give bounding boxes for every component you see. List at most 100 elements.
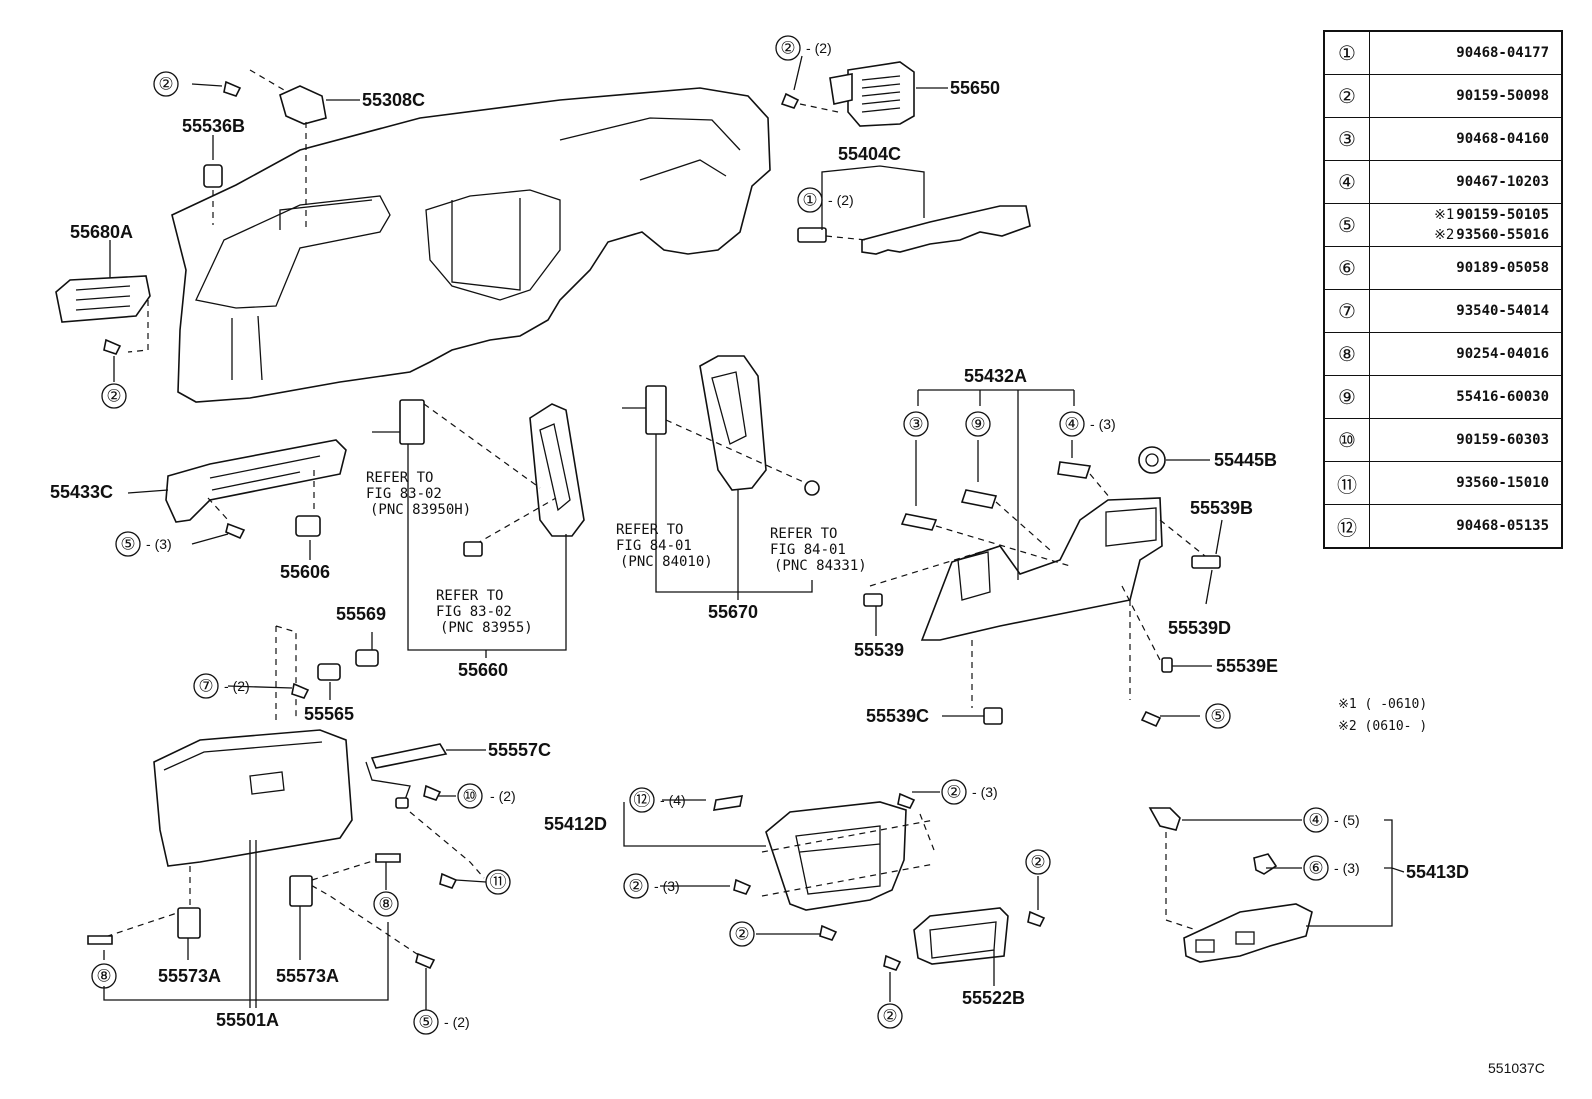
legend-mark: ※2 bbox=[1434, 227, 1455, 243]
callout-circle bbox=[877, 1003, 903, 1029]
legend-key: ④ bbox=[1323, 160, 1370, 204]
callout-number: ③ bbox=[908, 415, 923, 434]
refer-note-line: (PNC 83955) bbox=[440, 620, 533, 636]
callout-number: ② bbox=[106, 387, 121, 406]
part-number: 55539 bbox=[854, 640, 904, 660]
callout-circle bbox=[1303, 807, 1329, 833]
panel-55660-drawing bbox=[372, 399, 585, 557]
part-number: 55569 bbox=[336, 604, 386, 624]
glove-box-55501A-drawing bbox=[87, 625, 436, 970]
trim-55404C-drawing bbox=[797, 205, 1031, 255]
legend-key: ⑧ bbox=[1323, 332, 1370, 376]
part-number: 55404C bbox=[838, 144, 901, 164]
part-number: 55413D bbox=[1406, 862, 1469, 882]
refer-note-line: REFER TO bbox=[616, 522, 683, 538]
footnote: ※2 (0610- ) bbox=[1338, 719, 1428, 734]
legend-key: ① bbox=[1323, 30, 1370, 75]
callout-number: ④ bbox=[1064, 415, 1079, 434]
legend-value: 90189-05058 bbox=[1369, 246, 1563, 290]
callout-circle bbox=[797, 187, 823, 213]
callout-circle bbox=[1025, 849, 1051, 875]
callout-number: ⑤ bbox=[418, 1013, 433, 1032]
callout-number: ⑥ bbox=[1308, 859, 1323, 878]
legend-part-text: 90159-50098 bbox=[1456, 88, 1549, 104]
callout-circle bbox=[91, 963, 117, 989]
callout-circle bbox=[1059, 411, 1085, 437]
callout-number: ② bbox=[628, 877, 643, 896]
quantity-label: - (2) bbox=[224, 678, 250, 694]
refer-note-line: FIG 84-01 bbox=[616, 538, 692, 554]
leader-lines bbox=[103, 55, 1405, 1010]
legend-part-number: 90159-60303 bbox=[1376, 430, 1561, 450]
legend-value: 90467-10203 bbox=[1369, 160, 1563, 204]
legend-value: 90254-04016 bbox=[1369, 332, 1563, 376]
callout-circle bbox=[623, 873, 649, 899]
refer-note-line: FIG 83-02 bbox=[366, 486, 442, 502]
legend-key: ⑤ bbox=[1323, 203, 1370, 247]
quantity-label: - (2) bbox=[444, 1014, 470, 1030]
quantity-label: - (2) bbox=[828, 192, 854, 208]
callout-circle bbox=[485, 869, 511, 895]
callout-circle bbox=[1303, 855, 1329, 881]
part-number: 55606 bbox=[280, 562, 330, 582]
legend-part-text: 90468-04177 bbox=[1456, 45, 1549, 61]
legend-row: ④ 90467-10203 bbox=[1323, 160, 1563, 204]
legend-part-text: 93560-55016 bbox=[1456, 227, 1549, 243]
quantity-label: - (2) bbox=[806, 40, 832, 56]
callout-number: ④ bbox=[1308, 811, 1323, 830]
callout-circle bbox=[941, 779, 967, 805]
quantity-label: - (3) bbox=[654, 878, 680, 894]
damper-55557C-drawing bbox=[365, 743, 485, 889]
quantity-label: - (3) bbox=[972, 784, 998, 800]
callout-number: ② bbox=[734, 925, 749, 944]
quantity-label: - (5) bbox=[1334, 812, 1360, 828]
legend-value: 93540-54014 bbox=[1369, 289, 1563, 333]
callout-circle bbox=[115, 531, 141, 557]
legend-part-text: 90254-04016 bbox=[1456, 346, 1549, 362]
callout-circles bbox=[91, 35, 1329, 1035]
part-number: 55433C bbox=[50, 482, 113, 502]
part-number: 55501A bbox=[216, 1010, 279, 1030]
legend-value: 90159-60303 bbox=[1369, 418, 1563, 462]
refer-note-line: (PNC 84331) bbox=[774, 558, 867, 574]
callout-circle bbox=[965, 411, 991, 437]
quantity-label: - (3) bbox=[1334, 860, 1360, 876]
callout-labels: ② ② ① ② ⑤ ⑦ ⑧ ⑧ ⑤ ⑩ ⑪ ⑫ ② ② ② ② ② ③ ⑨ ④ … bbox=[96, 39, 1323, 1032]
legend-part-text: 55416-60030 bbox=[1456, 389, 1549, 405]
legend-value: 90468-04160 bbox=[1369, 117, 1563, 161]
callout-circle bbox=[903, 411, 929, 437]
legend-part-number: 93560-15010 bbox=[1376, 473, 1561, 493]
part-number: 55539E bbox=[1216, 656, 1278, 676]
legend-key: ③ bbox=[1323, 117, 1370, 161]
legend-key: ⑥ bbox=[1323, 246, 1370, 290]
callout-number: ⑨ bbox=[970, 415, 985, 434]
legend-row: ⑨ 55416-60030 bbox=[1323, 375, 1563, 419]
part-number: 55536B bbox=[182, 116, 245, 136]
screw-drawing bbox=[103, 338, 122, 355]
callout-number: ② bbox=[780, 39, 795, 58]
part-number: 55432A bbox=[964, 366, 1027, 386]
part-number: 55660 bbox=[458, 660, 508, 680]
refer-note-line: (PNC 83950H) bbox=[370, 502, 471, 518]
quantity-label: - (3) bbox=[146, 536, 172, 552]
footnotes: ※1 ( -0610) ※2 (0610- ) bbox=[1338, 694, 1427, 738]
part-number: 55557C bbox=[488, 740, 551, 760]
callout-number: ⑪ bbox=[490, 873, 507, 892]
part-number: 55539C bbox=[866, 706, 929, 726]
quantity-label: - (4) bbox=[660, 792, 686, 808]
callout-circle bbox=[457, 783, 483, 809]
legend-key: ⑨ bbox=[1323, 375, 1370, 419]
part-number: 55565 bbox=[304, 704, 354, 724]
legend-part-number: 55416-60030 bbox=[1376, 387, 1561, 407]
part-number: 55308C bbox=[362, 90, 425, 110]
callout-number: ⑤ bbox=[1210, 707, 1225, 726]
clip-55536B-drawing bbox=[203, 164, 223, 188]
legend-part-text: 90467-10203 bbox=[1456, 174, 1549, 190]
legend-part-number: 90468-04177 bbox=[1376, 43, 1561, 63]
center-register-55650-drawing bbox=[780, 61, 915, 127]
